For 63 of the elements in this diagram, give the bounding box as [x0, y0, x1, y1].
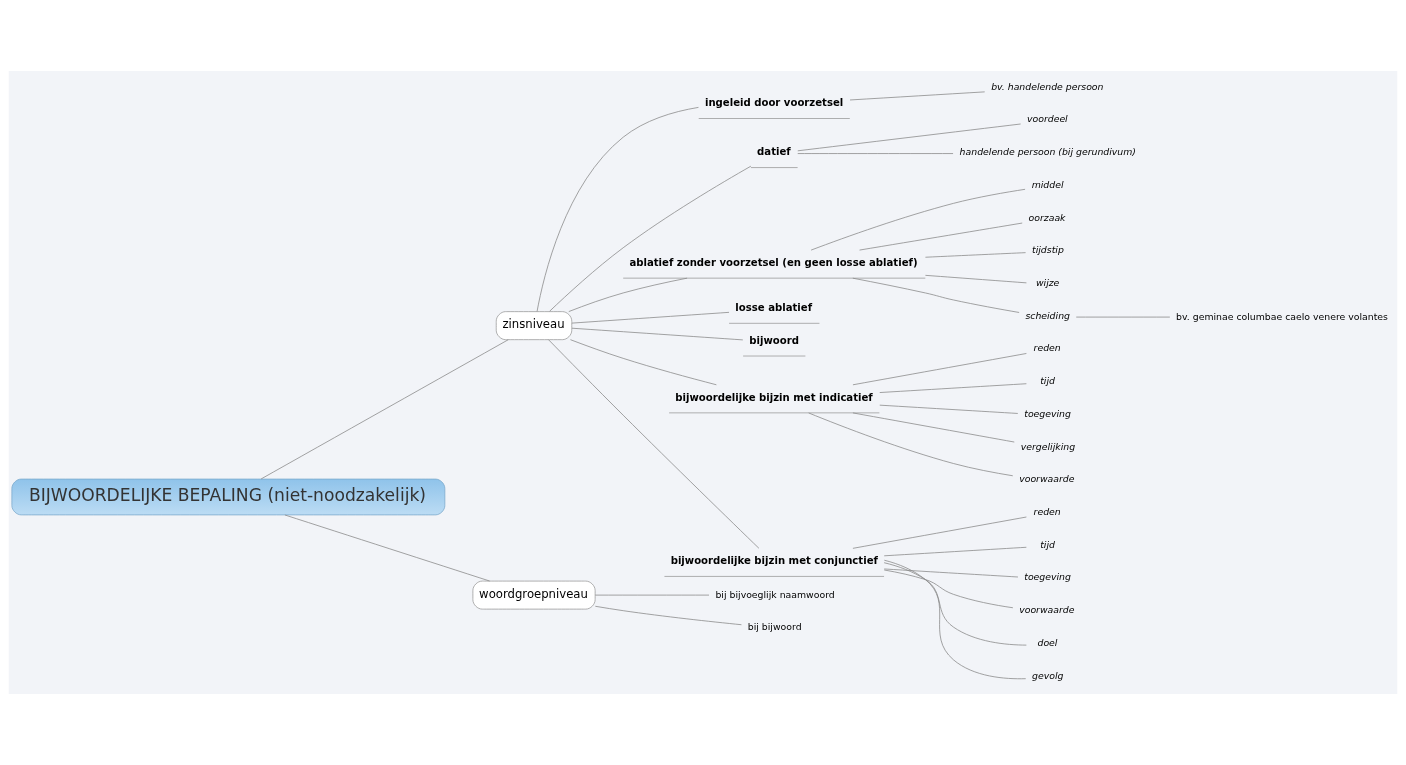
node-text: ingeleid door voorzetsel	[704, 97, 844, 109]
connector	[852, 516, 1027, 549]
node-text: bij bijwoord	[747, 621, 802, 633]
connector	[883, 569, 1014, 609]
connector	[594, 605, 742, 626]
connector	[284, 514, 490, 582]
node-text: datief	[757, 146, 791, 158]
node-text: vergelijking	[1020, 440, 1076, 452]
connector	[879, 383, 1027, 393]
connector	[1075, 316, 1171, 318]
node-box: woordgroepniveau	[472, 580, 596, 610]
connector	[594, 594, 710, 596]
node-text: middel	[1031, 178, 1064, 190]
node-text: scheiding	[1025, 309, 1070, 321]
node-text: reden	[1033, 505, 1061, 517]
connector	[883, 562, 1027, 646]
connector	[852, 412, 1015, 443]
node-text: voordeel	[1026, 113, 1068, 125]
connector	[571, 327, 744, 341]
node-text: toegeving	[1024, 571, 1071, 583]
connector	[852, 277, 1020, 313]
connector	[536, 107, 699, 312]
connector	[883, 568, 1019, 578]
node-text: voorwaarde	[1019, 473, 1075, 485]
connector	[260, 339, 509, 480]
node-text: oorzaak	[1028, 211, 1066, 223]
node-text: bijwoord	[749, 334, 799, 346]
connector	[879, 404, 1019, 414]
node-text: tijd	[1040, 538, 1055, 550]
connector	[852, 353, 1027, 386]
connector	[925, 274, 1027, 284]
node-text: losse ablatief	[735, 302, 813, 314]
node-text: tijdstip	[1032, 244, 1064, 256]
node-text: reden	[1033, 342, 1061, 354]
node-text: voorwaarde	[1019, 604, 1075, 616]
connector	[548, 339, 760, 549]
connector	[797, 123, 1021, 152]
node-text: handelende persoon (bij gerundivum)	[959, 146, 1137, 158]
connector	[925, 252, 1026, 258]
node-box: BIJWOORDELIJKE BEPALING (niet-noodzakelijk)	[11, 478, 446, 516]
connector	[849, 91, 986, 101]
node-text: bij bijvoeglijk naamwoord	[715, 588, 835, 600]
node-text: bv. handelende persoon	[991, 80, 1104, 92]
node-text: doel	[1037, 636, 1058, 648]
node-text: wijze	[1035, 277, 1060, 289]
node-text: toegeving	[1024, 407, 1071, 419]
node-box: zinsniveau	[495, 311, 573, 341]
node-text: bijwoordelijke bijzin met conjunctief	[670, 555, 878, 567]
connector	[883, 546, 1027, 557]
node-text: gevolg	[1032, 669, 1064, 681]
connector	[549, 165, 752, 312]
node-text: ablatief zonder voorzetsel (en geen losse ablatief)	[629, 257, 918, 268]
connector	[883, 559, 1027, 680]
node-text: tijd	[1040, 375, 1055, 387]
node-text: bv. geminae columbae caelo venere volantes	[1176, 310, 1388, 322]
connector	[808, 412, 1014, 477]
node-text: bijwoordelijke bijzin met indicatief	[675, 391, 873, 403]
connector	[568, 277, 688, 312]
connector	[570, 339, 717, 386]
connector	[571, 311, 730, 324]
connector	[810, 188, 1026, 251]
connector	[797, 153, 954, 154]
connector	[859, 222, 1023, 251]
